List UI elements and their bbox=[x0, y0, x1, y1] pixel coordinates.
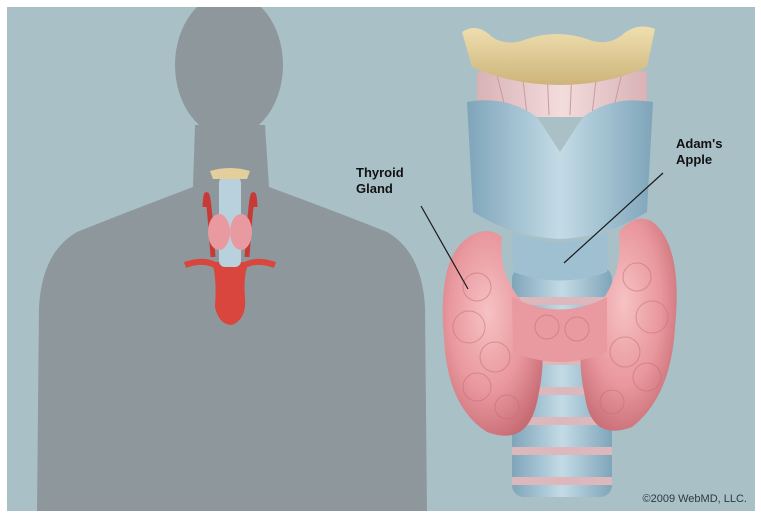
thyroid-gland-label: Thyroid Gland bbox=[356, 165, 404, 197]
adams-apple-label: Adam's Apple bbox=[676, 136, 722, 168]
thyroid-detail bbox=[443, 27, 677, 497]
illustration-panel: Thyroid Gland Adam's Apple ©2009 WebMD, … bbox=[7, 7, 755, 511]
copyright-notice: ©2009 WebMD, LLC. bbox=[642, 493, 747, 505]
thyroid-anatomy-illustration bbox=[7, 7, 755, 511]
